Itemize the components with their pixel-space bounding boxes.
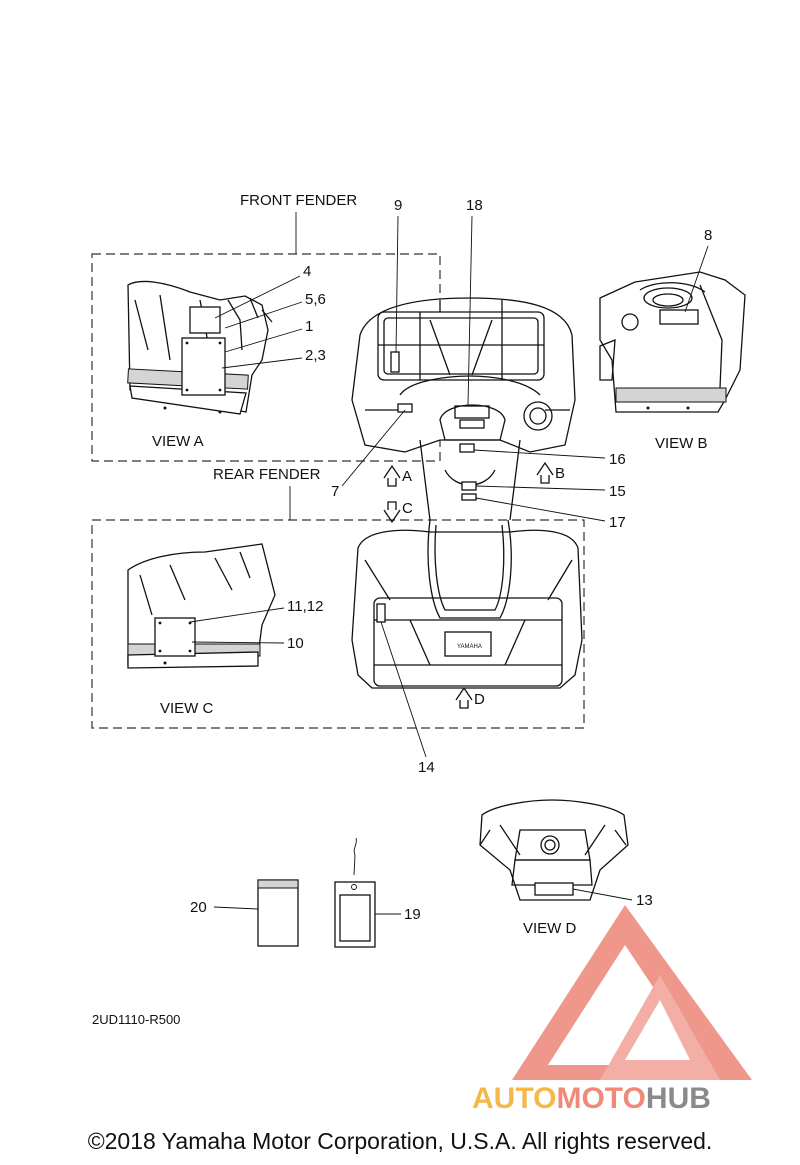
- label-8-outline: [659, 309, 699, 325]
- view-d-label: VIEW D: [523, 920, 577, 937]
- callout-17: 17: [609, 514, 626, 531]
- svg-text:A: A: [402, 468, 412, 485]
- view-d-drawing: [479, 799, 629, 901]
- label-16-outline: [459, 443, 475, 453]
- atv-front-top-view: [351, 297, 576, 521]
- drawing-code: 2UD1110-R500: [92, 1012, 180, 1027]
- arrow-a: A: [383, 464, 412, 487]
- label-9-outline: [390, 351, 400, 373]
- automotohub-logo-mark: [512, 905, 752, 1080]
- callout-20: 20: [190, 899, 207, 916]
- view-c-drawing: [127, 543, 276, 669]
- rear-fender-box: [91, 519, 585, 729]
- callout-16: 16: [609, 451, 626, 468]
- label-10-outline: [154, 617, 196, 657]
- view-b-drawing: [599, 271, 746, 413]
- view-b-label: VIEW B: [655, 435, 708, 452]
- callout-18: 18: [466, 197, 483, 214]
- callout-2-3: 2,3: [305, 347, 326, 364]
- callout-7: 7: [331, 483, 339, 500]
- label-13-outline: [534, 882, 574, 896]
- label-17-outline: [461, 493, 477, 501]
- arrow-d: D: [455, 686, 485, 709]
- rear-fender-title: REAR FENDER: [213, 466, 321, 483]
- copyright-notice: ©2018 Yamaha Motor Corporation, U.S.A. A…: [87, 1128, 713, 1154]
- callout-1: 1: [305, 318, 313, 335]
- label-7-outline: [397, 403, 413, 413]
- callout-8: 8: [704, 227, 712, 244]
- svg-text:D: D: [474, 691, 485, 708]
- atv-rear-top-view: YAMAHA: [351, 519, 583, 689]
- yamaha-emblem: YAMAHA: [457, 644, 482, 650]
- svg-text:C: C: [402, 500, 413, 517]
- view-a-label: VIEW A: [152, 433, 204, 450]
- callout-10: 10: [287, 635, 304, 652]
- label-14-outline: [376, 603, 386, 623]
- automotohub-logo-text: AUTOMOTOHUB: [472, 1082, 711, 1116]
- callout-15: 15: [609, 483, 626, 500]
- callout-19: 19: [404, 906, 421, 923]
- callout-14: 14: [418, 759, 435, 776]
- callout-11-12: 11,12: [287, 598, 323, 615]
- callout-4: 4: [303, 263, 311, 280]
- callout-9: 9: [394, 197, 402, 214]
- arrow-b: B: [536, 461, 565, 484]
- view-a-drawing: [127, 280, 273, 415]
- front-fender-title: FRONT FENDER: [240, 192, 357, 209]
- callout-5-6: 5,6: [305, 291, 326, 308]
- label-1-outline: [181, 337, 226, 396]
- arrow-c: C: [383, 500, 413, 524]
- logo-text-moto: MOTO: [556, 1082, 646, 1115]
- logo-text-hub: HUB: [645, 1082, 711, 1115]
- label-4-outline: [189, 306, 221, 334]
- logo-text-auto: AUTO: [472, 1082, 557, 1115]
- hang-tag-19: [334, 837, 376, 948]
- callout-13: 13: [636, 892, 653, 909]
- label-15-outline: [461, 481, 477, 491]
- view-c-label: VIEW C: [160, 700, 214, 717]
- svg-text:B: B: [555, 465, 565, 482]
- warning-booklet-20: [257, 879, 299, 947]
